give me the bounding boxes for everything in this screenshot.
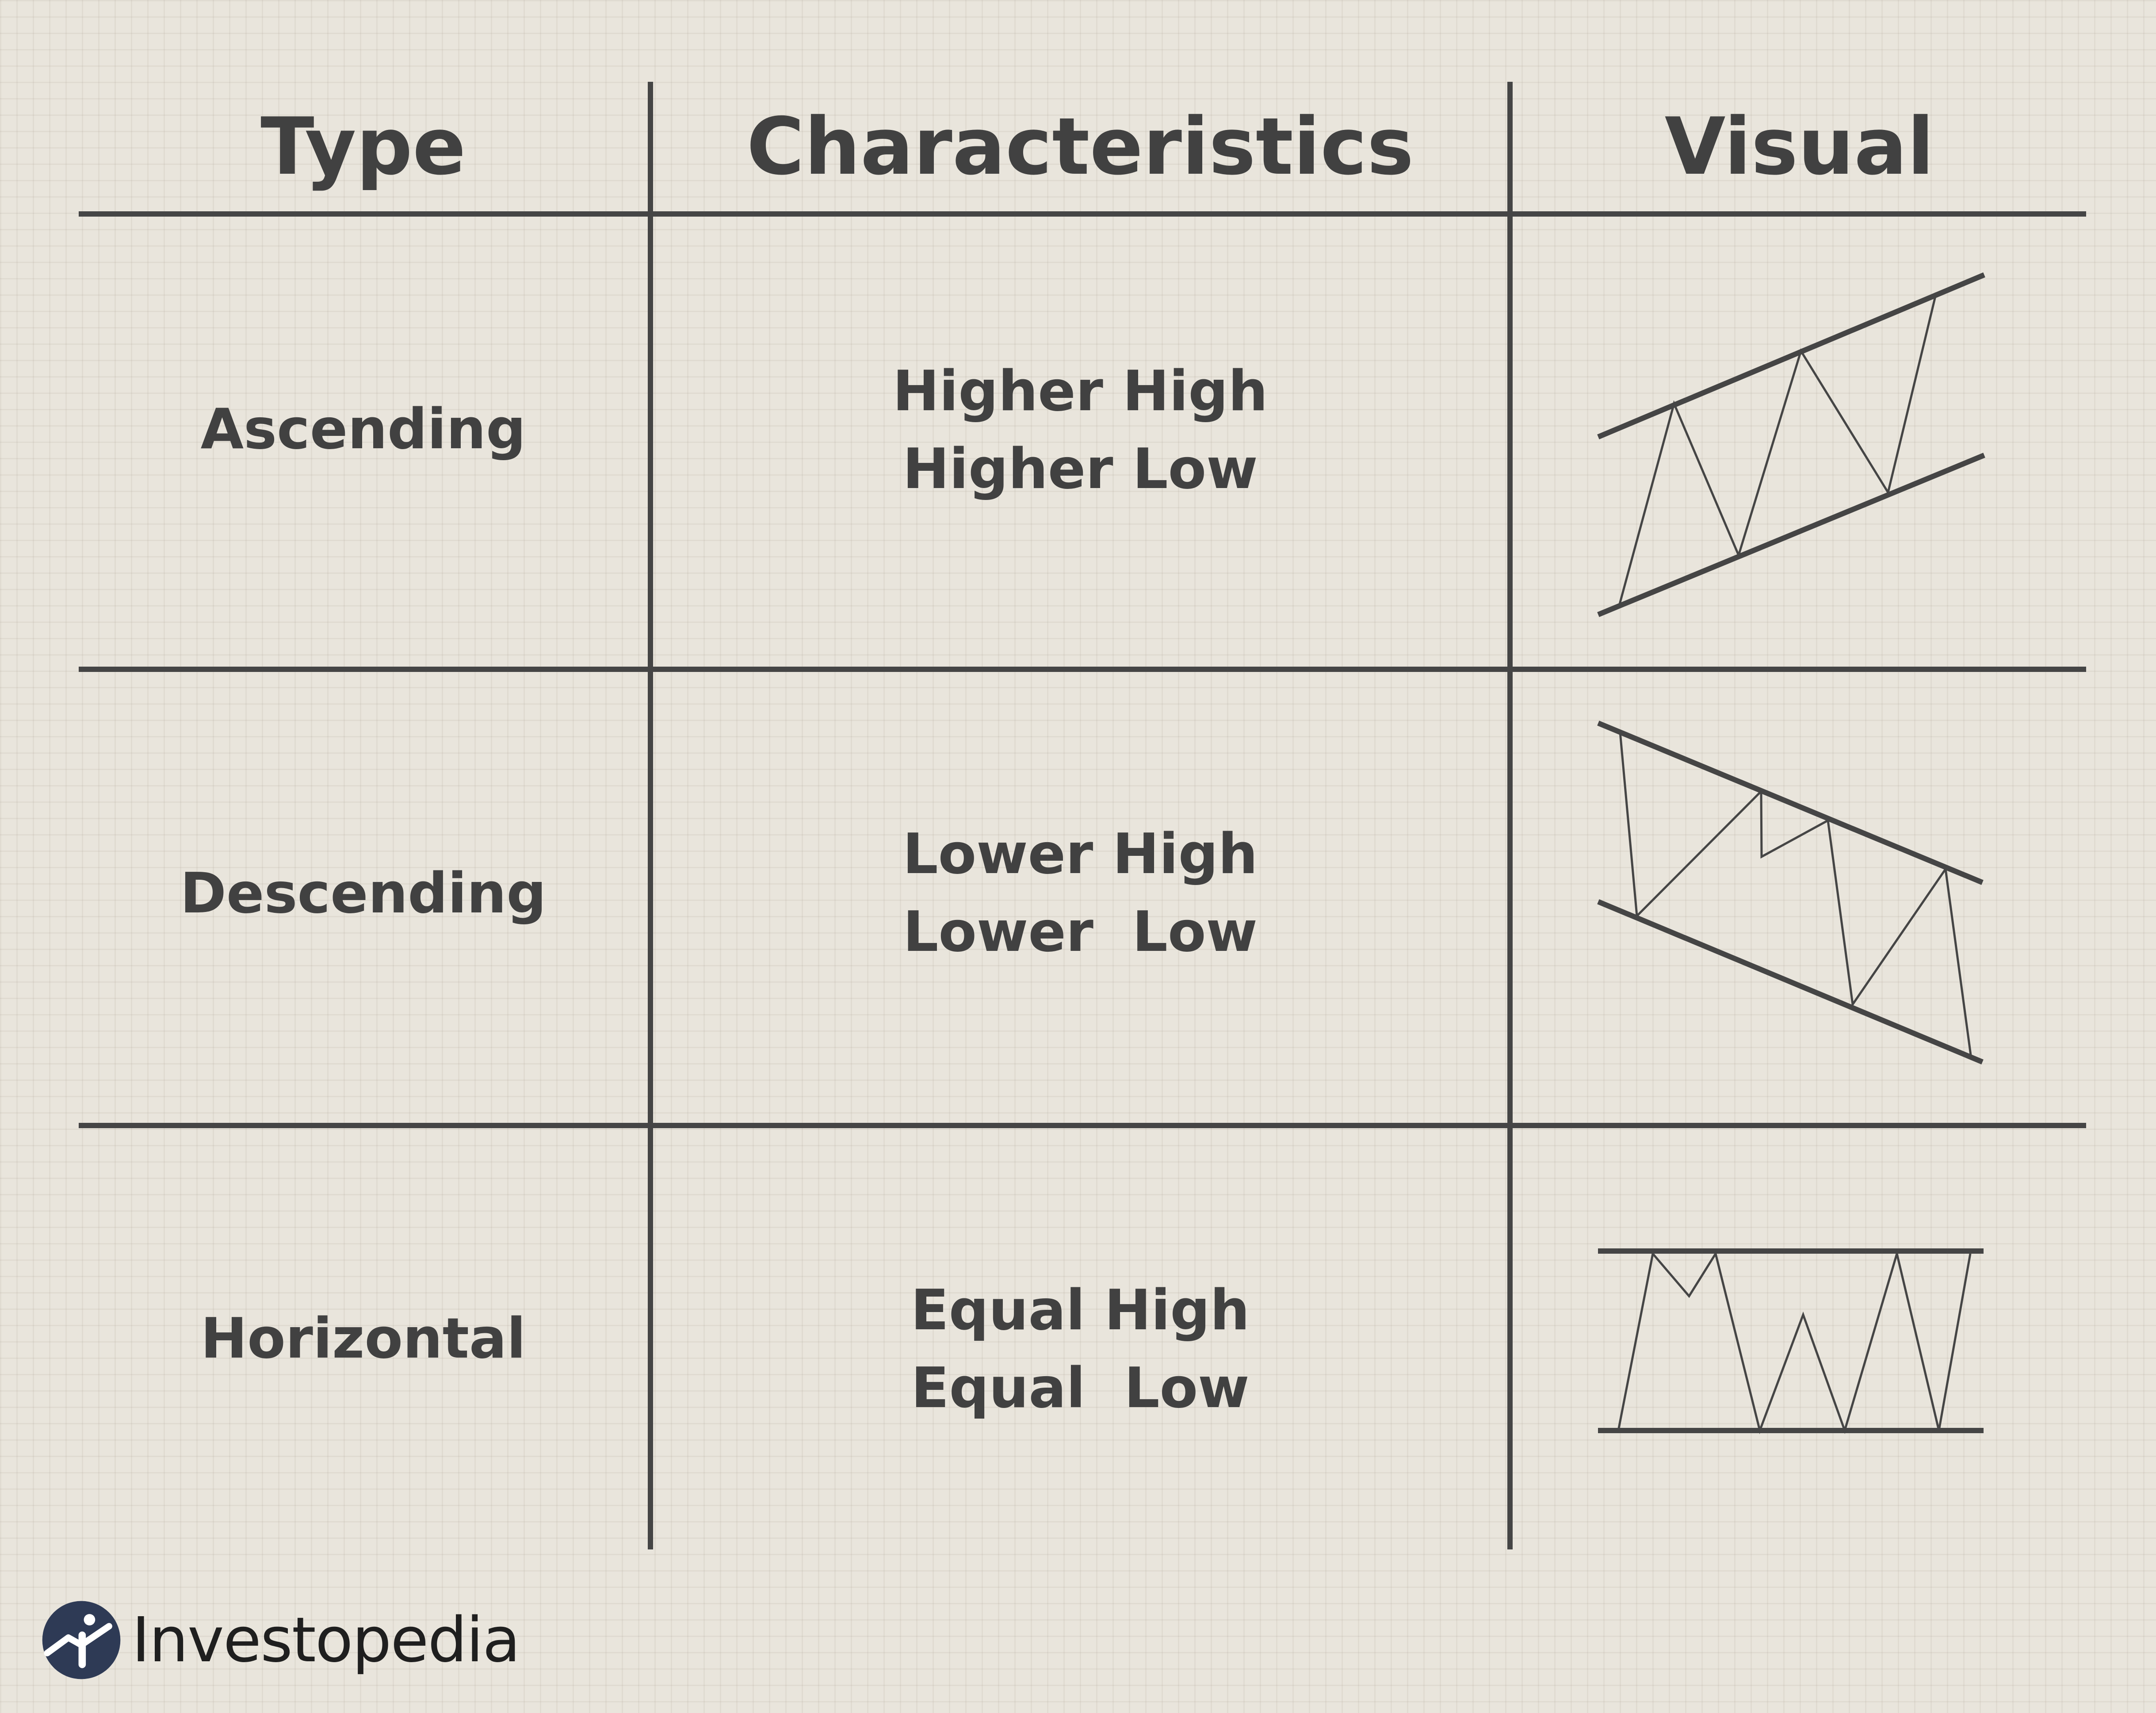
header-characteristics: Characteristics [746, 101, 1414, 192]
row-descending-line1: Lower High [902, 821, 1258, 886]
investopedia-logo-icon [42, 1601, 121, 1679]
header-type-cell: Type [79, 82, 648, 211]
row-descending-characteristics-cell: Lower High Lower Low [653, 672, 1507, 1114]
row-horizontal-type-cell: Horizontal [79, 1128, 648, 1548]
header-type: Type [260, 101, 466, 192]
row-horizontal-line2: Equal Low [911, 1355, 1250, 1420]
descending-channel-icon [1597, 721, 1984, 1064]
row-ascending-line2: Higher Low [902, 436, 1258, 501]
row-descending-type: Descending [180, 860, 547, 926]
row-ascending-type: Ascending [200, 396, 526, 462]
header-divider [79, 211, 2086, 217]
row-horizontal-line1: Equal High [910, 1278, 1250, 1343]
header-characteristics-cell: Characteristics [653, 82, 1507, 211]
row-horizontal-type: Horizontal [200, 1305, 526, 1371]
investopedia-logo: Investopedia [41, 1591, 520, 1689]
column-divider-2 [1507, 82, 1513, 1549]
row-descending-line2: Lower Low [903, 899, 1258, 964]
row-ascending-characteristics-cell: Higher High Higher Low [653, 217, 1507, 643]
row-descending-type-cell: Descending [79, 672, 648, 1114]
row-ascending-line1: Higher High [892, 358, 1268, 423]
row-ascending-type-cell: Ascending [79, 217, 648, 641]
column-divider-1 [648, 82, 653, 1549]
brand-name: Investopedia [132, 1604, 520, 1676]
header-visual-cell: Visual [1513, 82, 2086, 211]
horizontal-channel-icon [1598, 1248, 1984, 1434]
ascending-channel-icon [1597, 272, 1985, 617]
row-divider-2 [79, 1123, 2086, 1128]
header-visual: Visual [1664, 101, 1934, 192]
row-divider-1 [79, 667, 2086, 672]
row-horizontal-characteristics-cell: Equal High Equal Low [653, 1128, 1507, 1570]
